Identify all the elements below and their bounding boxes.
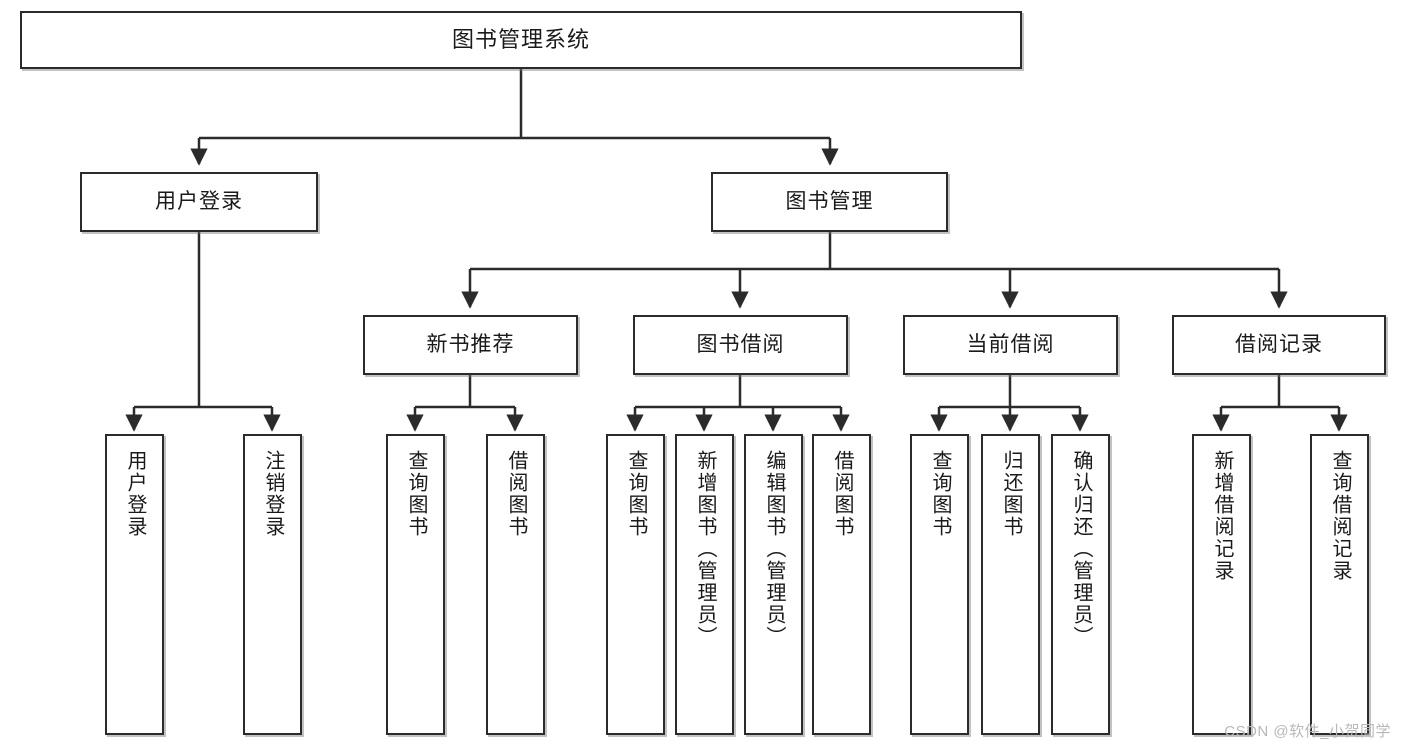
leaf-record-add[interactable]: 新增借阅记录: [1192, 434, 1251, 735]
node-root[interactable]: 图书管理系统: [20, 11, 1022, 69]
leaf-borrow-add[interactable]: 新增图书（管理员）: [675, 434, 734, 735]
leaf-borrow-edit-label: 编辑图书（管理员）: [763, 450, 785, 648]
leaf-user-login[interactable]: 用户登录: [105, 434, 164, 735]
node-current-borrow[interactable]: 当前借阅: [903, 315, 1118, 375]
node-user-login-label: 用户登录: [155, 190, 243, 214]
node-current-borrow-label: 当前借阅: [966, 333, 1055, 357]
node-user-login[interactable]: 用户登录: [80, 172, 318, 232]
leaf-borrow-query[interactable]: 查询图书: [606, 434, 665, 735]
node-book-manage-label: 图书管理: [785, 190, 874, 214]
leaf-user-login-label: 用户登录: [124, 450, 146, 538]
leaf-borrow-edit[interactable]: 编辑图书（管理员）: [744, 434, 803, 735]
watermark: CSDN @软件_小贺同学: [1224, 723, 1391, 740]
node-new-book-rec[interactable]: 新书推荐: [363, 315, 578, 375]
node-book-borrow-label: 图书借阅: [696, 333, 785, 357]
node-book-borrow[interactable]: 图书借阅: [633, 315, 848, 375]
node-book-manage[interactable]: 图书管理: [711, 172, 948, 232]
leaf-borrow-do-label: 借阅图书: [831, 450, 853, 538]
leaf-rec-query[interactable]: 查询图书: [386, 434, 445, 735]
leaf-borrow-add-label: 新增图书（管理员）: [694, 450, 716, 648]
node-borrow-record-label: 借阅记录: [1235, 333, 1323, 357]
leaf-current-confirm[interactable]: 确认归还（管理员）: [1051, 434, 1110, 735]
leaf-current-return[interactable]: 归还图书: [981, 434, 1040, 735]
leaf-borrow-do[interactable]: 借阅图书: [812, 434, 871, 735]
leaf-record-add-label: 新增借阅记录: [1211, 450, 1233, 582]
leaf-rec-borrow-label: 借阅图书: [505, 450, 527, 538]
leaf-record-query[interactable]: 查询借阅记录: [1310, 434, 1369, 735]
leaf-record-query-label: 查询借阅记录: [1329, 450, 1351, 582]
leaf-borrow-query-label: 查询图书: [625, 450, 647, 538]
leaf-user-logout[interactable]: 注销登录: [243, 434, 302, 735]
node-new-book-rec-label: 新书推荐: [426, 333, 515, 357]
leaf-current-confirm-label: 确认归还（管理员）: [1070, 450, 1092, 648]
leaf-rec-borrow[interactable]: 借阅图书: [486, 434, 545, 735]
leaf-current-query[interactable]: 查询图书: [910, 434, 969, 735]
node-borrow-record[interactable]: 借阅记录: [1172, 315, 1386, 375]
node-root-label: 图书管理系统: [451, 26, 590, 52]
leaf-user-logout-label: 注销登录: [262, 450, 284, 538]
leaf-current-query-label: 查询图书: [929, 450, 951, 538]
leaf-current-return-label: 归还图书: [1000, 450, 1022, 538]
leaf-rec-query-label: 查询图书: [405, 450, 427, 538]
